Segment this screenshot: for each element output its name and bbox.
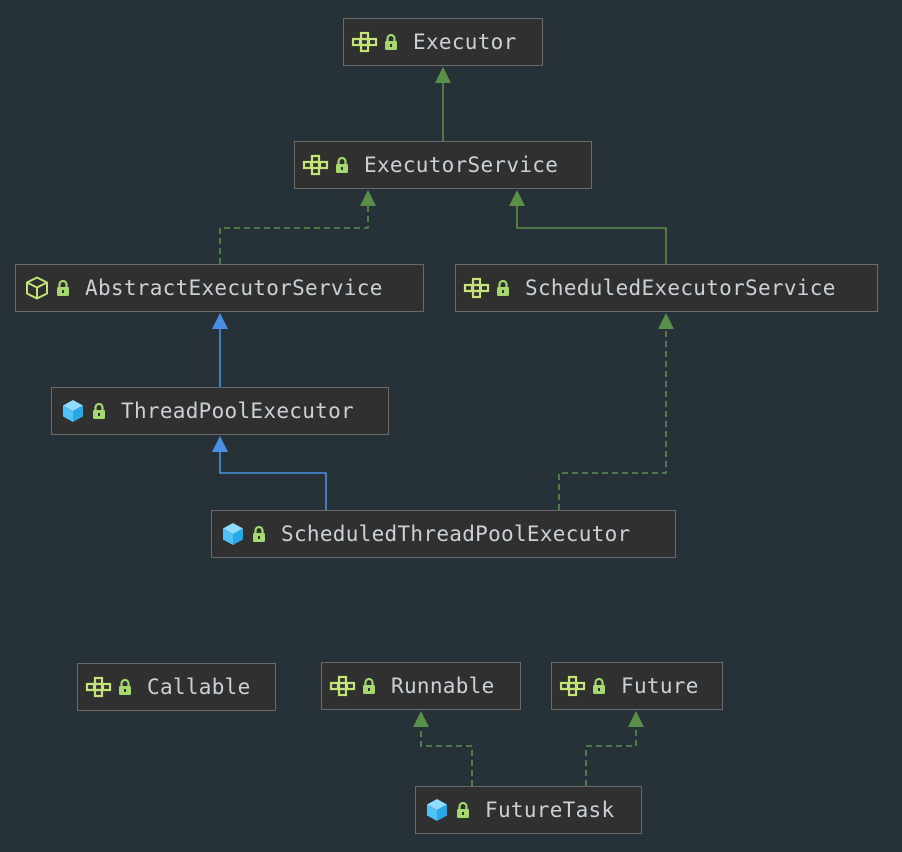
edge-arrowhead [212,313,228,329]
lock-icon [381,29,401,55]
edge-arrowhead [658,313,674,329]
node-runnable[interactable]: Runnable [321,662,521,710]
edge-thread-pool-executor-to-abstract-executor-service [212,313,228,387]
edge-scheduled-thread-pool-executor-to-thread-pool-executor [212,436,327,510]
node-label: ScheduledExecutorService [525,276,836,300]
edge-future-task-to-runnable [413,711,473,786]
edge-line [558,327,667,510]
edge-line [420,725,473,786]
node-label: ScheduledThreadPoolExecutor [281,522,631,546]
node-scheduled-executor-service[interactable]: ScheduledExecutorService [455,264,878,312]
class-icon [58,398,88,424]
interface-icon [301,152,331,178]
edge-arrowhead [435,67,451,83]
node-label: ExecutorService [364,153,559,177]
lock-icon [589,673,609,699]
edge-scheduled-thread-pool-executor-to-scheduled-executor-service [558,313,674,510]
edge-line [219,204,369,264]
edge-arrowhead [360,190,376,206]
lock-icon [249,521,269,547]
interface-icon [558,673,588,699]
node-future-task[interactable]: FutureTask [415,786,642,834]
lock-icon [89,398,109,424]
class-icon [218,521,248,547]
edge-line [585,725,637,786]
node-callable[interactable]: Callable [77,663,276,711]
node-label: Executor [413,30,517,54]
node-label: Callable [147,675,251,699]
interface-icon [84,674,114,700]
node-scheduled-thread-pool-executor[interactable]: ScheduledThreadPoolExecutor [211,510,676,558]
edge-scheduled-executor-service-to-executor-service [509,190,667,264]
lock-icon [115,674,135,700]
interface-icon [462,275,492,301]
node-label: ThreadPoolExecutor [121,399,354,423]
node-executor-service[interactable]: ExecutorService [294,141,592,189]
edge-arrowhead [509,190,525,206]
abstract-class-icon [22,275,52,301]
lock-icon [332,152,352,178]
lock-icon [359,673,379,699]
edge-arrowhead [628,711,644,727]
node-executor[interactable]: Executor [343,18,543,66]
interface-icon [350,29,380,55]
node-abstract-executor-service[interactable]: AbstractExecutorService [15,264,424,312]
edge-line [516,204,667,264]
edge-line [219,450,327,510]
node-label: AbstractExecutorService [85,276,383,300]
edge-executor-service-to-executor [435,67,451,141]
node-thread-pool-executor[interactable]: ThreadPoolExecutor [51,387,389,435]
node-label: FutureTask [485,798,615,822]
edge-arrowhead [212,436,228,452]
edge-abstract-executor-service-to-executor-service [219,190,376,264]
interface-icon [328,673,358,699]
lock-icon [53,275,73,301]
lock-icon [453,797,473,823]
node-label: Future [621,674,699,698]
node-future[interactable]: Future [551,662,723,710]
class-icon [422,797,452,823]
edge-future-task-to-future [585,711,644,786]
lock-icon [493,275,513,301]
node-label: Runnable [391,674,495,698]
edge-arrowhead [413,711,429,727]
